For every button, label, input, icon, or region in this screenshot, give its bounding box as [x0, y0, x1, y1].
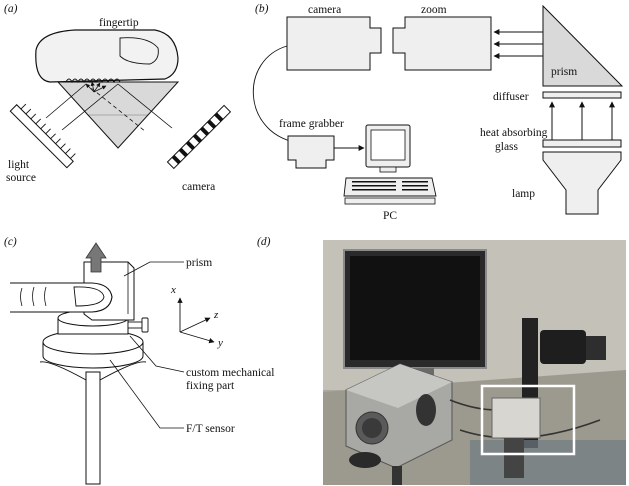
camera-label-a: camera	[182, 181, 215, 193]
frame-grabber-label: frame grabber	[279, 118, 344, 130]
finger-c	[10, 282, 113, 313]
prism-c-label: prism	[186, 257, 212, 269]
screw	[127, 321, 143, 329]
camera-cable	[252, 45, 295, 144]
photo-sensor-setup	[491, 397, 541, 439]
axes-c	[177, 297, 215, 344]
fixing-label-2: fixing part	[186, 380, 235, 392]
panel-b-tag: (b)	[255, 3, 269, 15]
axis-y-label: y	[217, 337, 223, 349]
fingertip-shape	[35, 29, 179, 83]
heat-absorbing-glass	[542, 139, 622, 148]
pc-computer	[343, 124, 437, 205]
leader-lines-c	[109, 261, 185, 429]
sensor-label: F/T sensor	[186, 423, 235, 435]
light-arrows-vertical	[549, 101, 615, 140]
axis-z-label: z	[213, 309, 219, 321]
photo-zoom-lens	[540, 330, 586, 364]
fingerprint-ridges	[65, 78, 121, 84]
panel-a: (a) fingertip	[4, 3, 232, 193]
lamp-label: lamp	[512, 188, 535, 200]
finger-creases	[20, 286, 47, 307]
fingernail	[119, 37, 159, 65]
prism-b	[542, 4, 624, 87]
panel-d-tag: (d)	[257, 236, 271, 248]
light-source-label-1: light	[8, 159, 30, 171]
panel-a-tag: (a)	[4, 3, 18, 15]
sensor-pole	[85, 371, 101, 485]
panel-d: (d)	[257, 236, 626, 485]
axis-x-label: x	[170, 284, 176, 296]
diffuser	[542, 91, 622, 99]
light-source-label-2: source	[6, 172, 36, 184]
fingernail-c	[73, 286, 105, 307]
fixing-label-1: custom mechanical	[186, 367, 274, 379]
zoom-label: zoom	[421, 4, 447, 16]
zoom-lens	[392, 16, 492, 71]
diffuser-label: diffuser	[493, 91, 529, 103]
prism-b-label: prism	[551, 66, 577, 78]
panel-b: (b) camera zoom prism diffuser heat abso…	[252, 3, 624, 222]
camera-sensor-plate	[166, 104, 232, 170]
sensor-legs	[39, 361, 147, 381]
heat-glass-label-2: glass	[495, 141, 519, 153]
heat-glass-label-1: heat absorbing	[480, 127, 548, 139]
light-arrows-horizontal	[493, 29, 543, 59]
photo-highlight-box	[480, 384, 576, 456]
pc-label: PC	[383, 210, 397, 222]
camera-body-b	[286, 16, 382, 71]
lab-photo	[323, 240, 626, 485]
camera-label-b: camera	[308, 4, 341, 16]
panel-c-tag: (c)	[4, 236, 17, 248]
fingertip-label: fingertip	[99, 17, 139, 29]
light-rays	[45, 83, 173, 133]
lamp	[542, 151, 622, 215]
frame-grabber	[287, 135, 335, 169]
panel-c: (c) prism custom mechanical fix	[4, 236, 274, 485]
light-source-plate	[9, 103, 76, 169]
force-arrow	[85, 242, 107, 273]
